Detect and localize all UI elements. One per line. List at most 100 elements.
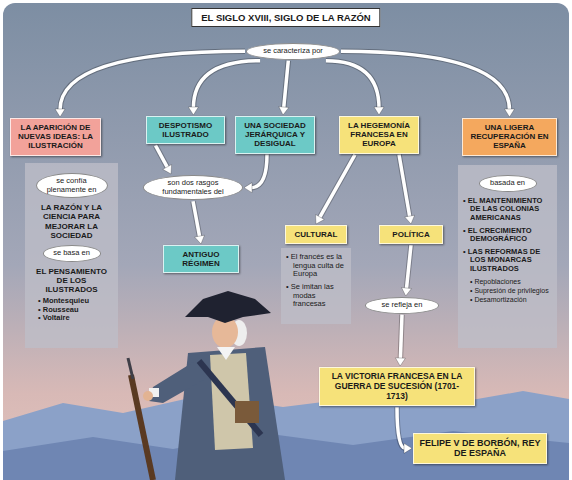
detail-panel: se confía plenamente en LA RAZÓN Y LA CIE… — [25, 163, 118, 348]
connector-arrow — [55, 51, 245, 117]
arm — [149, 361, 205, 403]
tricorn-hat — [185, 291, 271, 323]
sash — [199, 361, 261, 435]
detail-panel: • El francés es la lengua culta de Europ… — [281, 248, 351, 324]
arrow-shadow — [319, 155, 355, 218]
arrow-shadow — [155, 145, 167, 167]
arrow-shadow — [400, 315, 402, 359]
node-text: se confía plenamente en — [45, 177, 99, 194]
node-text: • Se imitan las modas francesas — [286, 283, 346, 309]
arrow-head — [244, 183, 252, 193]
arrow-head — [505, 109, 515, 117]
node-text: • EL MANTENIMIENTO DE LAS COLONIAS AMERI… — [463, 197, 552, 223]
arrow-line — [284, 61, 289, 108]
connector-arrow — [279, 61, 289, 115]
diagram-stage: EL SIGLO XVIII, SIGLO DE LA RAZÓN se car… — [3, 3, 569, 480]
arrow-line — [319, 155, 355, 218]
arrow-head — [374, 107, 384, 115]
node-text: • El francés es la lengua culta de Europ… — [286, 253, 346, 279]
node-text: CULTURAL — [290, 230, 342, 239]
connector-arrow — [155, 145, 171, 174]
connector-arrow — [402, 245, 412, 296]
arrow-line — [251, 155, 267, 188]
arrow-line — [406, 245, 411, 289]
arrow-head — [404, 443, 412, 453]
connector-arrow — [316, 155, 355, 224]
arrow-head — [316, 215, 325, 224]
arrow-shadow — [284, 61, 289, 108]
connector-oval: basada en — [479, 175, 537, 192]
arrow-line — [193, 201, 200, 237]
node-text: basada en — [488, 179, 528, 188]
node-text: • Rousseau — [30, 306, 113, 315]
concept-box: ANTIGUO RÉGIMEN — [163, 245, 239, 273]
arrow-line — [155, 145, 167, 167]
connector-arrow — [399, 155, 415, 224]
arrow-line — [341, 51, 510, 110]
connector-oval: se confía plenamente en — [36, 173, 108, 198]
sky — [3, 3, 569, 480]
arrow-head — [188, 107, 198, 115]
bag — [235, 401, 259, 423]
cravat — [217, 347, 235, 360]
node-text: • LAS REFORMAS DE LOS MONARCAS ILUSTRADO… — [463, 248, 552, 274]
node-text: • Montesquieu — [30, 297, 113, 306]
concept-box: UNA LIGERA RECUPERACIÓN EN ESPAÑA — [462, 118, 557, 156]
node-text: son dos rasgos fundamentales del — [152, 179, 234, 196]
connector-oval: se caracteriza por — [246, 43, 340, 60]
arrow-line — [399, 155, 410, 218]
mountain — [3, 391, 569, 480]
connector-arrow — [244, 155, 267, 193]
node-text: FELIPE V DE BORBÓN, REY DE ESPAÑA — [418, 438, 542, 459]
arrow-head — [163, 165, 172, 174]
node-text: se caracteriza por — [255, 47, 331, 56]
node-text: LA RAZÓN Y LA CIENCIA PARA MEJORAR LA SO… — [30, 203, 113, 240]
arrow-head — [405, 215, 415, 224]
arrow-line — [60, 51, 245, 110]
concept-box: POLÍTICA — [379, 225, 443, 244]
connector-arrow — [395, 315, 405, 366]
page-frame: EL SIGLO XVIII, SIGLO DE LA RAZÓN se car… — [3, 3, 569, 480]
arrow-head — [279, 107, 289, 115]
arrow-shadow — [406, 245, 411, 289]
soldier-figure — [128, 291, 285, 480]
concept-box: FELIPE V DE BORBÓN, REY DE ESPAÑA — [413, 433, 547, 464]
hand — [143, 391, 153, 401]
connector-arrow — [188, 61, 260, 115]
arrow-shadow — [251, 155, 267, 188]
arrow-head — [195, 235, 205, 244]
concept-box: LA HEGEMONÍA FRANCESA EN EUROPA — [339, 116, 419, 154]
node-text: UNA LIGERA RECUPERACIÓN EN ESPAÑA — [467, 123, 552, 151]
arrow-shadow — [193, 201, 200, 237]
connector-arrow — [326, 61, 384, 115]
node-text: LA APARICIÓN DE NUEVAS IDEAS: LA ILUSTRA… — [15, 123, 96, 151]
node-text: UNA SOCIEDAD JERÁRQUICA Y DESIGUAL — [240, 121, 310, 149]
connector-arrow — [193, 201, 204, 244]
arrow-shadow — [193, 61, 260, 108]
arrow-shadow — [326, 61, 379, 108]
arrow-shadow — [341, 51, 510, 110]
concept-box: CULTURAL — [285, 225, 347, 244]
node-text: LA VICTORIA FRANCESA EN LA GUERRA DE SUC… — [324, 372, 470, 401]
node-text: se refleja en — [374, 301, 430, 310]
node-text: se basa en — [52, 249, 92, 258]
concept-box: DESPOTISMO ILUSTRADO — [146, 116, 225, 144]
node-text: ANTIGUO RÉGIMEN — [168, 250, 234, 268]
musket-barrel — [128, 358, 133, 379]
node-text: • Voltaire — [30, 314, 113, 323]
detail-panel: basada en • EL MANTENIMIENTO DE LAS COLON… — [458, 165, 557, 348]
node-text: EL PENSAMIENTO DE LOS ILUSTRADOS — [30, 267, 113, 295]
arrow-head — [402, 288, 412, 296]
arrow-shadow — [399, 155, 410, 218]
node-text: • Repoblaciones — [463, 278, 552, 286]
arrow-line — [400, 315, 402, 359]
arrow-shadow — [397, 407, 405, 448]
connector-oval: se basa en — [43, 245, 101, 262]
node-text: • Supresión de privilegios — [463, 287, 552, 295]
node-text: DESPOTISMO ILUSTRADO — [151, 121, 220, 139]
connector-arrow — [397, 407, 412, 453]
concept-box: LA APARICIÓN DE NUEVAS IDEAS: LA ILUSTRA… — [10, 118, 101, 156]
arrow-line — [397, 407, 405, 448]
arrow-line — [326, 61, 379, 108]
node-text: • Desamortización — [463, 296, 552, 304]
